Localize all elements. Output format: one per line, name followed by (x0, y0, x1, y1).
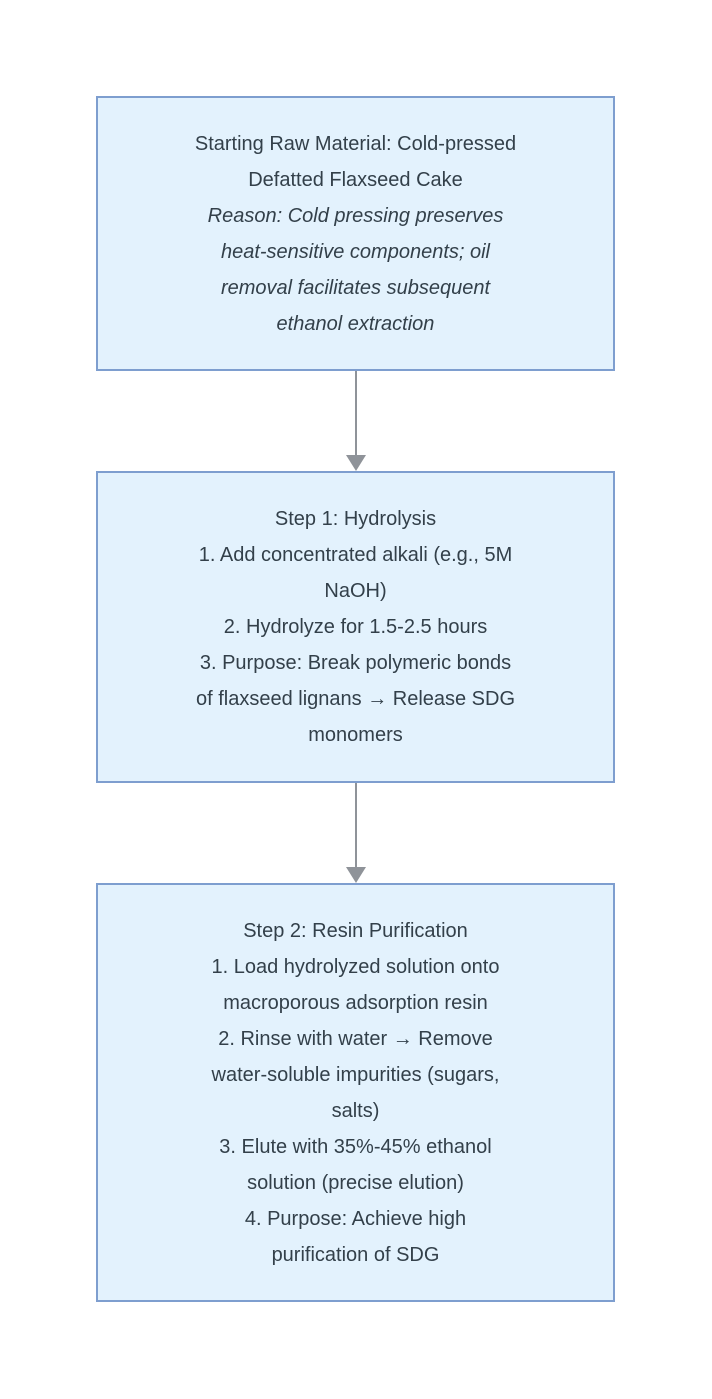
connector-arrow-2 (345, 783, 367, 883)
node-line: heat-sensitive components; oil (220, 240, 491, 263)
flow-node-step2-resin-purification: Step 2: Resin Purification 1. Load hydro… (96, 883, 615, 1302)
node-line: Starting Raw Material: Cold-pressed (194, 132, 517, 155)
node-line: purification of SDG (271, 1243, 440, 1266)
node-line: ethanol extraction (276, 312, 435, 335)
node-line: 1. Load hydrolyzed solution onto (211, 955, 500, 978)
arrow-line (355, 783, 357, 868)
node-line: removal facilitates subsequent (220, 276, 491, 299)
node-line: 3. Purpose: Break polymeric bonds (199, 652, 512, 674)
node-line: 4. Purpose: Achieve high (244, 1207, 467, 1230)
node-line: Defatted Flaxseed Cake (248, 168, 463, 191)
node-line: Step 1: Hydrolysis (274, 508, 437, 530)
flow-node-step1-hydrolysis: Step 1: Hydrolysis 1. Add concentrated a… (96, 471, 615, 783)
node-line: solution (precise elution) (247, 1171, 464, 1194)
node-line: salts) (331, 1099, 380, 1122)
arrow-line (355, 371, 357, 456)
arrow-down-icon (346, 867, 366, 883)
node-line: Reason: Cold pressing preserves (207, 204, 504, 227)
node-line: Step 2: Resin Purification (243, 919, 468, 942)
flow-node-raw-material: Starting Raw Material: Cold-pressed Defa… (96, 96, 615, 371)
node-line: water-soluble impurities (sugars, (211, 1063, 500, 1086)
node-line: monomers (308, 724, 403, 746)
node-line: 2. Hydrolyze for 1.5-2.5 hours (223, 616, 488, 638)
node-line: 3. Elute with 35%-45% ethanol (219, 1135, 492, 1158)
node-line: 1. Add concentrated alkali (e.g., 5M (198, 544, 513, 566)
node-line: 2. Rinse with water → Remove (218, 1027, 493, 1050)
arrow-down-icon (346, 455, 366, 471)
node-line: of flaxseed lignans → Release SDG (195, 688, 516, 710)
node-line: macroporous adsorption resin (223, 991, 488, 1014)
connector-arrow-1 (345, 371, 367, 471)
node-line: NaOH) (324, 580, 387, 602)
